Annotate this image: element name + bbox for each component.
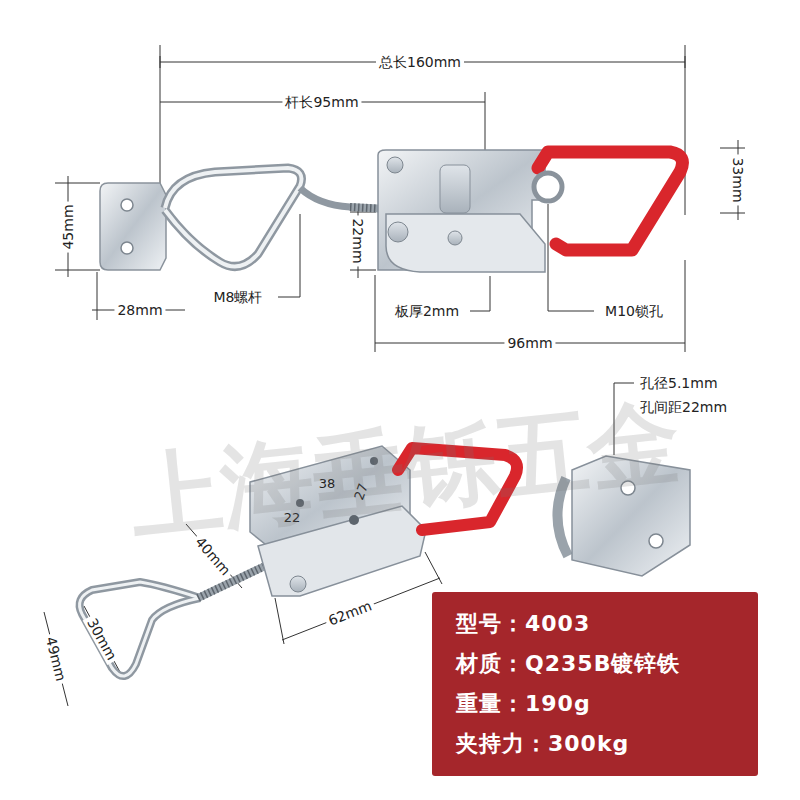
illustration-part xyxy=(538,152,682,250)
illustration-part xyxy=(121,199,133,211)
spec-line: 材质：Q235B镀锌铁 xyxy=(456,644,734,684)
callout-label: M8螺杆 xyxy=(214,289,263,305)
illustration-part xyxy=(278,214,300,297)
illustration-part xyxy=(160,56,161,68)
illustration-part xyxy=(121,242,133,254)
illustration-part xyxy=(720,213,745,214)
dimension-label: 28mm xyxy=(114,302,165,318)
illustration-part xyxy=(290,576,306,592)
illustration-part xyxy=(275,598,284,644)
dimension-label: 30mm xyxy=(83,613,122,665)
spec-line: 重量：190g xyxy=(456,684,734,724)
illustration-part xyxy=(685,45,686,215)
illustration-part xyxy=(440,165,470,213)
illustration-part xyxy=(685,56,686,68)
top-view xyxy=(100,150,682,272)
dimension-label: 33mm xyxy=(730,154,746,205)
dimension-label: 总长160mm xyxy=(376,54,464,70)
illustration-part xyxy=(685,260,686,352)
callout-label: 孔径5.1mm xyxy=(640,375,718,391)
dimension-label: 杆长95mm xyxy=(282,94,361,110)
illustration-part xyxy=(160,45,161,195)
callout-label: M10锁孔 xyxy=(605,303,663,319)
illustration-part xyxy=(80,582,200,676)
spec-line: 夹持力：300kg xyxy=(456,724,734,764)
spec-panel: 型号：4003材质：Q235B镀锌铁重量：190g夹持力：300kg xyxy=(432,592,758,776)
dimension-label: 22mm xyxy=(350,215,366,266)
illustration-part xyxy=(55,183,100,184)
dimension-label: 62mm xyxy=(323,596,376,629)
illustration-part xyxy=(425,552,442,584)
illustration-part xyxy=(165,168,302,267)
illustration-part xyxy=(388,222,408,242)
illustration-part xyxy=(165,168,302,267)
illustration-part xyxy=(387,157,403,173)
illustration-part xyxy=(375,275,376,352)
illustration-part xyxy=(350,270,376,271)
illustration-part xyxy=(649,534,663,548)
illustration-part xyxy=(534,173,562,201)
illustration-part xyxy=(80,582,200,676)
callout-label: 板厚2mm xyxy=(395,303,459,319)
spec-line: 型号：4003 xyxy=(456,604,734,644)
illustration-part xyxy=(470,276,490,311)
illustration-part xyxy=(386,214,545,272)
illustration-part xyxy=(720,148,745,149)
dimension-label: 49mm xyxy=(42,632,70,685)
illustration-part xyxy=(55,270,100,271)
dimension-label: 45mm xyxy=(60,201,76,252)
dimension-label: 96mm xyxy=(504,335,555,351)
illustration-part xyxy=(97,272,98,320)
illustration-part xyxy=(100,183,166,270)
illustration-part xyxy=(448,231,462,245)
illustration-part xyxy=(300,188,350,207)
illustration-part xyxy=(548,204,594,311)
